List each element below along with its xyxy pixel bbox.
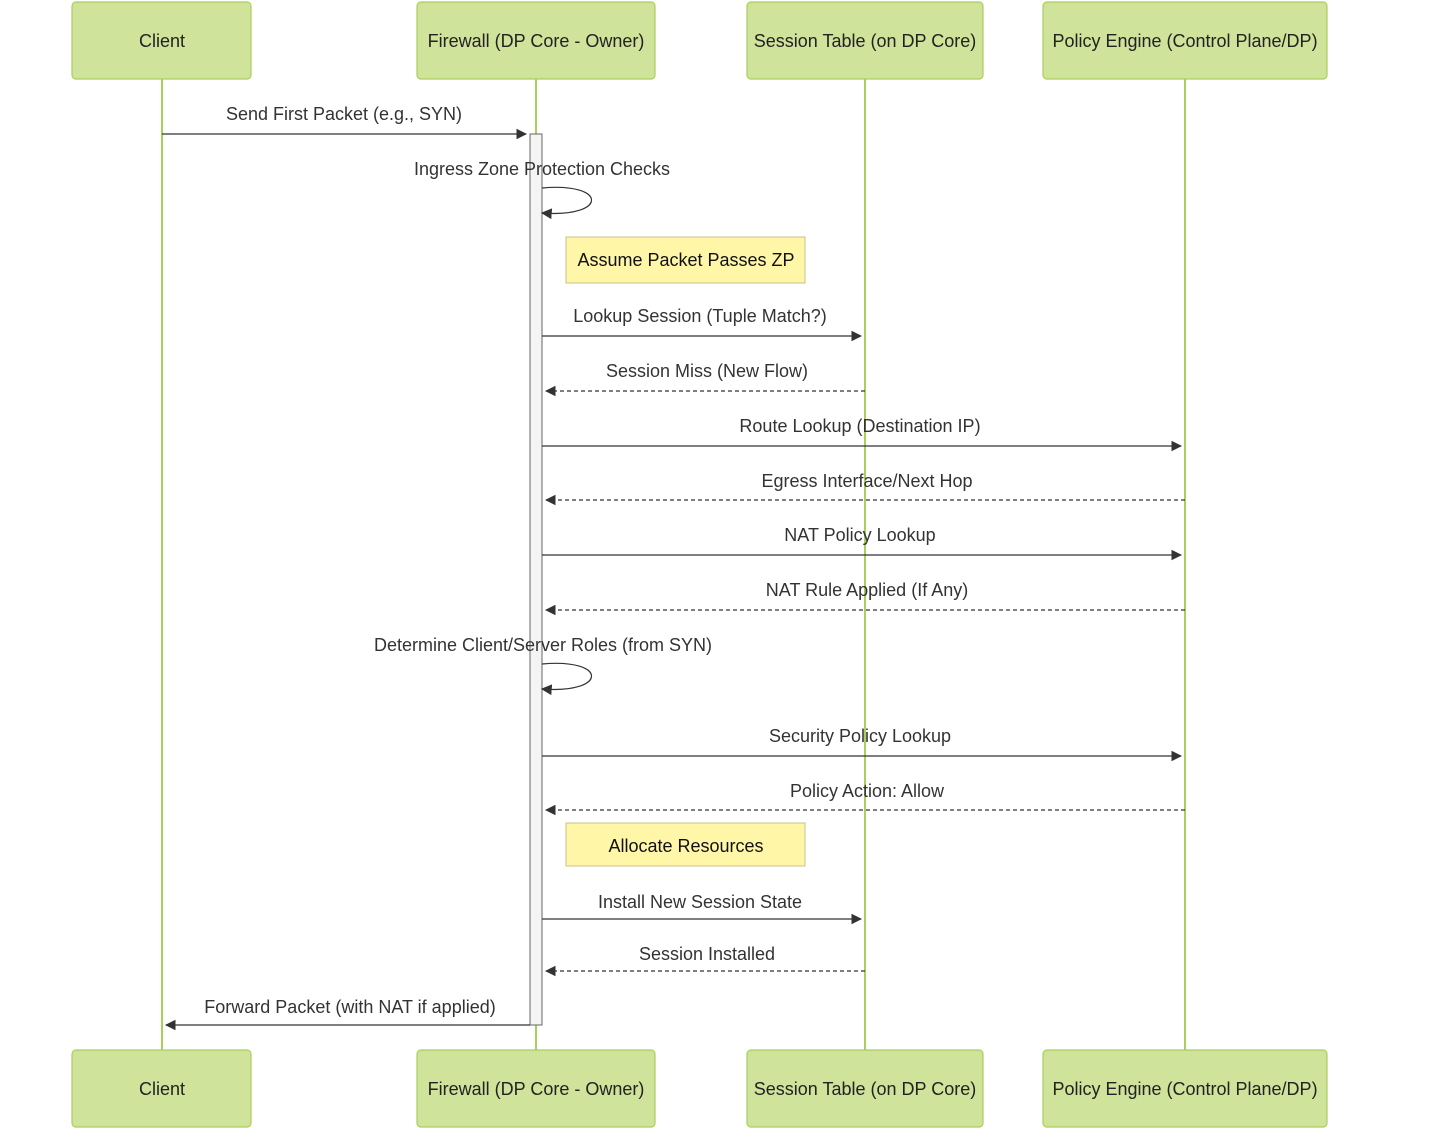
message-label: Egress Interface/Next Hop	[761, 471, 972, 491]
message-label: NAT Rule Applied (If Any)	[766, 580, 968, 600]
actor-session-table-bottom: Session Table (on DP Core)	[746, 1049, 984, 1128]
message-label: Security Policy Lookup	[769, 726, 951, 746]
message-install-session-state: Install New Session State	[542, 892, 863, 925]
actor-session-table-top: Session Table (on DP Core)	[746, 1, 984, 80]
actor-label: Session Table (on DP Core)	[754, 1079, 976, 1099]
note-allocate-resources: Allocate Resources	[565, 822, 806, 867]
message-lookup-session: Lookup Session (Tuple Match?)	[542, 306, 863, 342]
message-label: Policy Action: Allow	[790, 781, 945, 801]
actor-label: Firewall (DP Core - Owner)	[428, 31, 645, 51]
actor-label: Session Table (on DP Core)	[754, 31, 976, 51]
message-label: Install New Session State	[598, 892, 802, 912]
message-policy-action-allow: Policy Action: Allow	[544, 781, 1185, 816]
message-route-lookup: Route Lookup (Destination IP)	[542, 416, 1183, 452]
note-assume-packet-passes: Assume Packet Passes ZP	[565, 236, 806, 284]
message-egress-interface: Egress Interface/Next Hop	[544, 471, 1185, 506]
actor-firewall-bottom: Firewall (DP Core - Owner)	[416, 1049, 656, 1128]
actor-client-bottom: Client	[71, 1049, 252, 1128]
actor-label: Policy Engine (Control Plane/DP)	[1052, 31, 1317, 51]
message-label: Session Miss (New Flow)	[606, 361, 808, 381]
message-session-miss: Session Miss (New Flow)	[544, 361, 865, 397]
message-send-first-packet: Send First Packet (e.g., SYN)	[162, 104, 528, 140]
note-label: Assume Packet Passes ZP	[577, 250, 794, 270]
message-nat-rule-applied: NAT Rule Applied (If Any)	[544, 580, 1185, 616]
messages: Send First Packet (e.g., SYN) Ingress Zo…	[162, 104, 1185, 1031]
message-determine-roles: Determine Client/Server Roles (from SYN)	[374, 635, 712, 696]
message-label: Ingress Zone Protection Checks	[414, 159, 670, 179]
firewall-activation-bar	[529, 133, 543, 1026]
actor-client-top: Client	[71, 1, 252, 80]
actor-policy-engine-bottom: Policy Engine (Control Plane/DP)	[1042, 1049, 1328, 1128]
actor-policy-engine-top: Policy Engine (Control Plane/DP)	[1042, 1, 1328, 80]
message-label: Session Installed	[639, 944, 775, 964]
message-security-policy-lookup: Security Policy Lookup	[542, 726, 1183, 762]
actors-bottom: Client Firewall (DP Core - Owner) Sessio…	[71, 1049, 1328, 1128]
message-session-installed: Session Installed	[544, 944, 865, 977]
note-label: Allocate Resources	[608, 836, 763, 856]
message-forward-packet: Forward Packet (with NAT if applied)	[164, 997, 530, 1031]
message-nat-policy-lookup: NAT Policy Lookup	[542, 525, 1183, 561]
message-label: Send First Packet (e.g., SYN)	[226, 104, 462, 124]
actor-label: Client	[139, 31, 185, 51]
actor-label: Client	[139, 1079, 185, 1099]
message-label: NAT Policy Lookup	[784, 525, 935, 545]
actors-top: Client Firewall (DP Core - Owner) Sessio…	[71, 1, 1328, 80]
message-label: Determine Client/Server Roles (from SYN)	[374, 635, 712, 655]
message-label: Lookup Session (Tuple Match?)	[573, 306, 826, 326]
message-label: Forward Packet (with NAT if applied)	[204, 997, 495, 1017]
actor-label: Firewall (DP Core - Owner)	[428, 1079, 645, 1099]
self-message-arrow	[540, 662, 592, 696]
self-message-arrow	[540, 186, 592, 220]
message-ingress-zone-protection: Ingress Zone Protection Checks	[414, 159, 670, 220]
actor-label: Policy Engine (Control Plane/DP)	[1052, 1079, 1317, 1099]
actor-firewall-top: Firewall (DP Core - Owner)	[416, 1, 656, 80]
message-label: Route Lookup (Destination IP)	[739, 416, 980, 436]
